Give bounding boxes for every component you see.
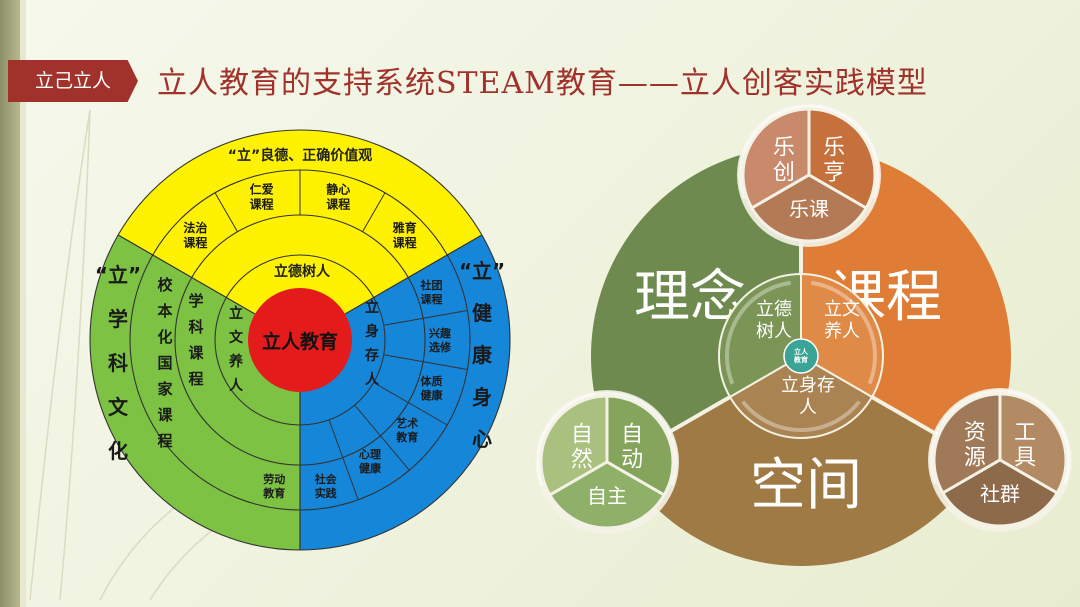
section-tag: 立己立人 bbox=[8, 60, 138, 102]
inner-segment bbox=[800, 272, 884, 399]
blue-course-label: 劳动教育 bbox=[262, 472, 285, 500]
left-accent-bar bbox=[0, 0, 20, 607]
mini-cycle-segment bbox=[749, 173, 869, 243]
inner-arrow-arc bbox=[725, 280, 791, 385]
wheel-center bbox=[248, 288, 352, 392]
model-core-text: 立人教育 bbox=[793, 347, 809, 364]
sector-divider bbox=[344, 234, 483, 315]
course-divider bbox=[383, 309, 468, 326]
blue-course-label: 心理健康 bbox=[359, 448, 382, 475]
mini-cycle-label: 资源 bbox=[964, 421, 986, 471]
course-divider bbox=[383, 354, 468, 371]
course-divider bbox=[362, 192, 386, 232]
course-divider bbox=[328, 419, 359, 500]
lobe-space-label: 空间 bbox=[750, 453, 862, 518]
yellow-course-label: 法治课程 bbox=[183, 220, 207, 250]
model-core-label: 立人教育 bbox=[793, 347, 809, 364]
inner-ring bbox=[718, 272, 884, 439]
yellow-course-label: 静心课程 bbox=[326, 182, 350, 212]
inner-label: 立德树人 bbox=[756, 299, 792, 342]
mini-cycle-label: 工具 bbox=[1014, 421, 1036, 471]
mini-cycle-label: 社群 bbox=[980, 482, 1020, 506]
yellow-course-label: 雅育课程 bbox=[392, 220, 417, 250]
mini-cycle-segment bbox=[940, 458, 1060, 528]
wheel-spokes bbox=[117, 170, 483, 550]
mini-cycle-segment bbox=[547, 460, 667, 530]
blue-course-label: 艺术教育 bbox=[395, 416, 418, 444]
green-outer-label: 校本化国家课程 bbox=[157, 276, 173, 450]
mini-cycle-label: 自主 bbox=[587, 484, 627, 508]
inner-label: 立文养人 bbox=[824, 299, 860, 342]
mini-cycle-label: 自动 bbox=[621, 423, 643, 473]
course-divider bbox=[214, 192, 238, 232]
mini-cycle-arrow bbox=[536, 391, 678, 487]
model-core bbox=[783, 338, 819, 374]
inner-arrow-arc bbox=[741, 400, 861, 432]
blue-course-label: 社会实践 bbox=[314, 472, 338, 500]
mini-cycle-arrow bbox=[738, 104, 880, 200]
left-accent-strip bbox=[20, 0, 26, 607]
green-inner-label: 立文养人 bbox=[228, 305, 244, 394]
mini-cycle-label: 乐课 bbox=[789, 197, 829, 221]
right-sector-label: “立”健康身心 bbox=[459, 259, 505, 451]
wheel-center-label: 立人教育 bbox=[262, 330, 338, 353]
mini-cycle-arrow bbox=[929, 389, 1071, 485]
sector-divider bbox=[117, 234, 256, 315]
inner-segment bbox=[718, 272, 802, 399]
slide-title: 立人教育的支持系统STEAM教育——立人创客实践模型 bbox=[157, 66, 928, 101]
mini-cycle-label: 乐创 bbox=[773, 136, 795, 186]
inner-arrow-arc bbox=[811, 280, 877, 385]
blue-course-label: 兴趣选修 bbox=[429, 326, 452, 354]
top-sector-label: “立”良德、正确价值观 bbox=[228, 147, 372, 164]
course-divider bbox=[354, 404, 410, 471]
blue-course-label: 体质健康 bbox=[421, 374, 444, 402]
inner-segment bbox=[728, 354, 874, 439]
left-sector-label: “立”学科文化 bbox=[95, 263, 141, 463]
sector-green bbox=[89, 235, 300, 550]
inner-label: 立身存人 bbox=[781, 375, 835, 418]
blue-inner-label: 立身存人 bbox=[365, 299, 380, 388]
green-mid-label: 学科课程 bbox=[188, 292, 204, 388]
sector-blue bbox=[300, 235, 510, 550]
yellow-inner-label: 立德树人 bbox=[274, 263, 331, 280]
blue-course-label: 社团课程 bbox=[420, 278, 443, 306]
yellow-course-label: 仁爱课程 bbox=[250, 182, 274, 212]
mini-cycle-label: 自然 bbox=[571, 423, 593, 473]
mini-cycle-label: 乐亨 bbox=[823, 136, 845, 186]
course-divider bbox=[373, 382, 448, 426]
